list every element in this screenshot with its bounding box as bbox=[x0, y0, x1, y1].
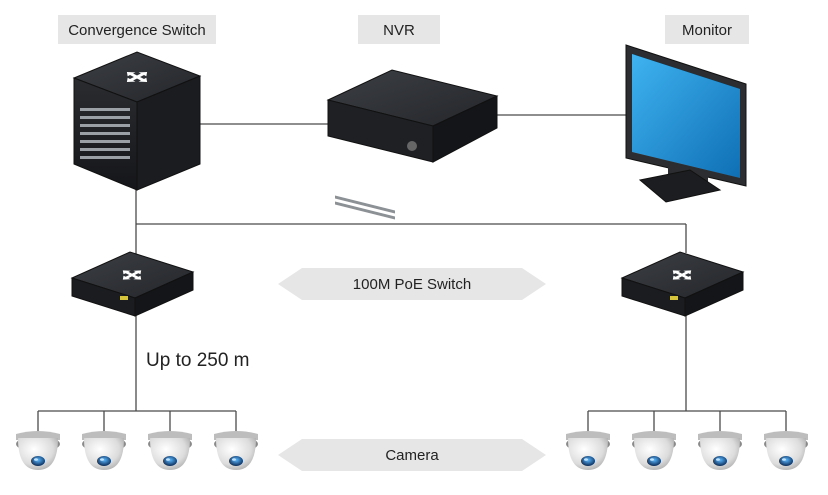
dome-camera-icon bbox=[16, 431, 60, 470]
convergence-switch-icon bbox=[72, 51, 202, 191]
label-distance: Up to 250 m bbox=[146, 350, 250, 371]
dome-camera-icon bbox=[214, 431, 258, 470]
camera-group-left bbox=[16, 431, 258, 470]
label-convergence-switch: Convergence Switch bbox=[58, 15, 216, 44]
label-nvr-text: NVR bbox=[383, 22, 415, 39]
monitor-icon bbox=[625, 44, 747, 203]
label-camera-text: Camera bbox=[385, 447, 439, 464]
label-convergence-switch-text: Convergence Switch bbox=[68, 22, 206, 39]
dome-camera-icon bbox=[764, 431, 808, 470]
right-poe-switch-icon bbox=[620, 251, 745, 317]
label-nvr: NVR bbox=[358, 15, 440, 44]
wires bbox=[37, 114, 787, 433]
camera-group-right bbox=[566, 431, 808, 470]
dome-camera-icon bbox=[566, 431, 610, 470]
left-poe-switch-icon bbox=[70, 251, 195, 317]
dome-camera-icon bbox=[148, 431, 192, 470]
dome-camera-icon bbox=[632, 431, 676, 470]
dome-camera-icon bbox=[698, 431, 742, 470]
label-monitor-text: Monitor bbox=[682, 22, 732, 39]
label-camera: Camera bbox=[278, 439, 546, 471]
label-monitor: Monitor bbox=[665, 15, 749, 44]
label-poe-switch: 100M PoE Switch bbox=[278, 268, 546, 300]
nvr-icon bbox=[326, 69, 499, 220]
dome-camera-icon bbox=[82, 431, 126, 470]
label-poe-switch-text: 100M PoE Switch bbox=[353, 276, 471, 293]
